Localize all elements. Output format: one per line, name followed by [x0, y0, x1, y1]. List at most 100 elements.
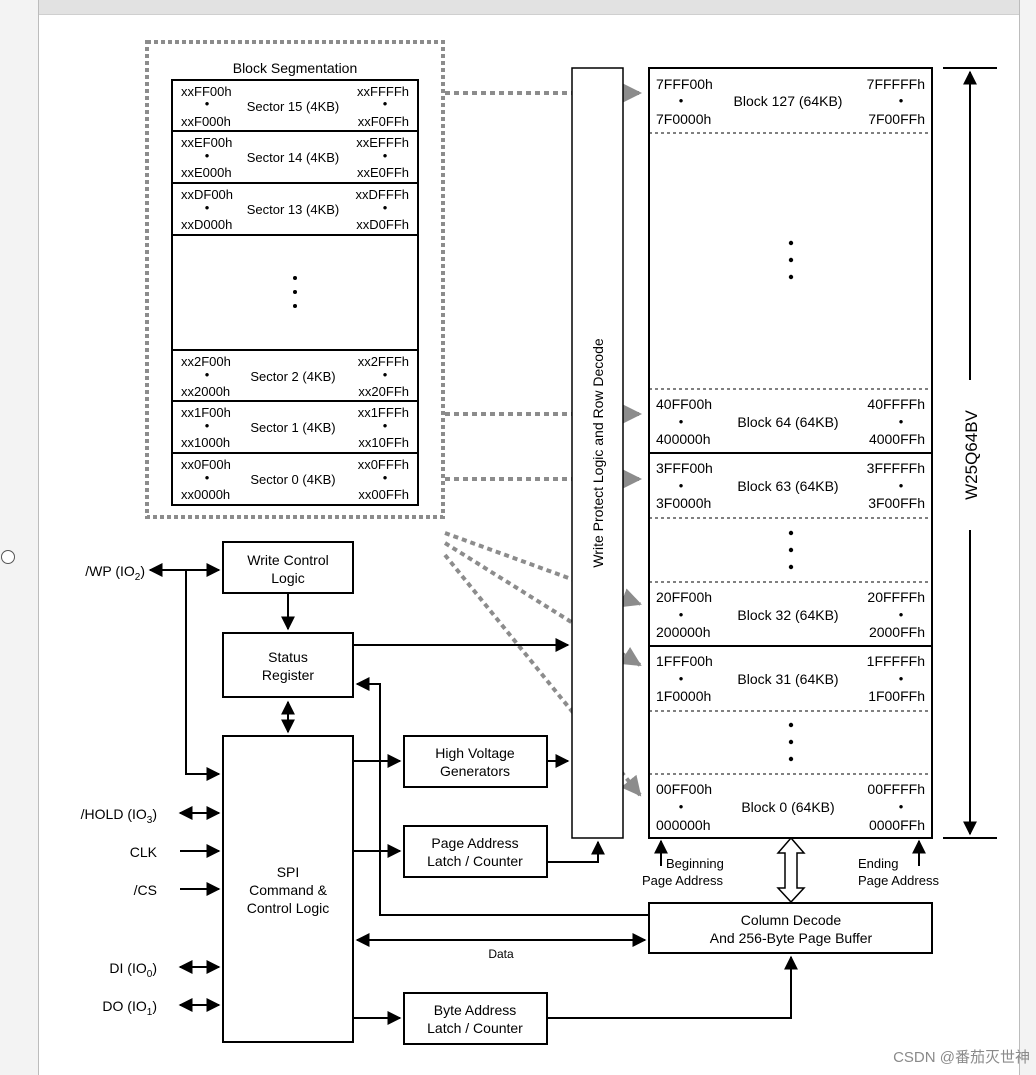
- spi-control-logic-box: [222, 735, 354, 1043]
- range-dot: •: [899, 478, 904, 493]
- range-dot: •: [205, 367, 210, 382]
- range-dot: •: [383, 367, 388, 382]
- sector-start-high: xx2F00h: [181, 354, 231, 369]
- sector-label: Sector 2 (4KB): [250, 369, 335, 384]
- block-end-low: 3F00FFh: [868, 495, 925, 511]
- sector-13-row: xxDF00h • xxD000h Sector 13 (4KB) xxDFFF…: [181, 187, 409, 232]
- sector-14-row: xxEF00h • xxE000h Sector 14 (4KB) xxEFFF…: [181, 135, 409, 180]
- sector-ellipsis: [293, 276, 297, 308]
- block-end-high: 7FFFFFh: [867, 76, 925, 92]
- block-end-low: 7F00FFh: [868, 111, 925, 127]
- block-dashed-dividers: [649, 132, 932, 775]
- block-ellipsis-middle: [788, 530, 794, 570]
- sector-label: Sector 1 (4KB): [250, 420, 335, 435]
- range-dot: •: [679, 671, 684, 686]
- viewer-right-rail: [1019, 0, 1036, 1075]
- write-protect-row-decode-box: [571, 67, 624, 839]
- block-label: Block 32 (64KB): [737, 607, 838, 623]
- cs-pin-label: /CS: [134, 882, 157, 898]
- sector-start-high: xxEF00h: [181, 135, 232, 150]
- hold-pin-label: /HOLD (IO3): [81, 806, 157, 826]
- block-start-high: 7FFF00h: [656, 76, 713, 92]
- block-end-high: 3FFFFFh: [867, 460, 925, 476]
- block-segmentation-title: Block Segmentation: [233, 60, 358, 76]
- sector-1-row: xx1F00h • xx1000h Sector 1 (4KB) xx1FFFh…: [181, 405, 409, 450]
- status-label: Status: [268, 649, 308, 665]
- sector-start-high: xxFF00h: [181, 84, 232, 99]
- range-dot: •: [899, 671, 904, 686]
- block-label: Block 31 (64KB): [737, 671, 838, 687]
- chip-name: W25Q64BV: [962, 409, 981, 499]
- sector-start-low: xx1000h: [181, 435, 230, 450]
- write-protect-label: Write Protect Logic and Row Decode: [590, 338, 606, 568]
- page-address-markers: Beginning Page Address Ending Page Addre…: [642, 839, 939, 888]
- block-32-row: 20FF00h • 200000h Block 32 (64KB) 20FFFF…: [656, 589, 925, 640]
- block-31-row: 1FFF00h • 1F0000h Block 31 (64KB) 1FFFFF…: [656, 653, 925, 704]
- wp-pin-label: /WP (IO2): [85, 563, 145, 583]
- viewer-left-rail: [0, 0, 39, 1075]
- sector-label: Sector 14 (4KB): [247, 150, 340, 165]
- page-address-latch-box: [403, 825, 548, 878]
- sector-2-row: xx2F00h • xx2000h Sector 2 (4KB) xx2FFFh…: [181, 354, 409, 399]
- sector-end-high: xxEFFFh: [356, 135, 409, 150]
- range-dot: •: [205, 418, 210, 433]
- block-label: Block 63 (64KB): [737, 478, 838, 494]
- resize-handle[interactable]: [1, 550, 15, 564]
- data-bus-label: Data: [488, 947, 514, 961]
- range-dot: •: [383, 96, 388, 111]
- sector-end-high: xx1FFFh: [358, 405, 409, 420]
- generators-label: Generators: [440, 763, 510, 779]
- block-start-high: 40FF00h: [656, 396, 712, 412]
- sector-start-high: xx1F00h: [181, 405, 231, 420]
- sector-end-high: xx2FFFh: [358, 354, 409, 369]
- sector-15-row: xxFF00h • xxF000h Sector 15 (4KB) xxFFFF…: [181, 84, 409, 129]
- sector-end-low: xx00FFh: [358, 487, 409, 502]
- sector-end-low: xxF0FFh: [358, 114, 409, 129]
- write-control-label-2: Logic: [271, 570, 304, 586]
- sector-end-high: xxDFFFh: [356, 187, 409, 202]
- block-solid-dividers: [649, 452, 932, 647]
- page-buffer-label: And 256-Byte Page Buffer: [710, 930, 873, 946]
- byte-latch-label: Latch / Counter: [427, 1020, 523, 1036]
- di-pin-label: DI (IO0): [109, 960, 157, 980]
- sector-end-high: xx0FFFh: [358, 457, 409, 472]
- sector-start-low: xx2000h: [181, 384, 230, 399]
- block-label: Block 64 (64KB): [737, 414, 838, 430]
- block-start-low: 400000h: [656, 431, 711, 447]
- sector-label: Sector 0 (4KB): [250, 472, 335, 487]
- range-dot: •: [899, 799, 904, 814]
- sector-start-high: xxDF00h: [181, 187, 233, 202]
- byte-address-latch-box: [403, 992, 548, 1045]
- beginning-label: Beginning: [666, 856, 724, 871]
- sector-label: Sector 13 (4KB): [247, 202, 340, 217]
- range-dot: •: [679, 607, 684, 622]
- sector-start-low: xx0000h: [181, 487, 230, 502]
- block-ellipsis-upper: [788, 240, 794, 280]
- sector-0-row: xx0F00h • xx0000h Sector 0 (4KB) xx0FFFh…: [181, 457, 409, 502]
- range-dot: •: [383, 470, 388, 485]
- block-start-high: 20FF00h: [656, 589, 712, 605]
- do-pin-label: DO (IO1): [102, 998, 157, 1018]
- sector-start-high: xx0F00h: [181, 457, 231, 472]
- block-label: Block 127 (64KB): [734, 93, 843, 109]
- ending-label: Ending: [858, 856, 898, 871]
- block-ellipsis-lower: [788, 722, 794, 762]
- csdn-watermark: CSDN @番茄灭世神: [893, 1049, 1030, 1066]
- signal-wires: [148, 563, 798, 1025]
- ending-page-label: Page Address: [858, 873, 939, 888]
- spi-label: SPI: [277, 864, 300, 880]
- sector-end-low: xxD0FFh: [356, 217, 409, 232]
- chip-size-marker: W25Q64BV: [943, 67, 997, 839]
- block-end-high: 1FFFFFh: [867, 653, 925, 669]
- write-control-label: Write Control: [247, 552, 328, 568]
- block-start-low: 7F0000h: [656, 111, 711, 127]
- block-end-high: 20FFFFh: [867, 589, 925, 605]
- sector-start-low: xxD000h: [181, 217, 232, 232]
- block-0-row: 00FF00h • 000000h Block 0 (64KB) 00FFFFh…: [656, 781, 925, 833]
- block-end-high: 00FFFFh: [867, 781, 925, 797]
- range-dot: •: [679, 93, 684, 108]
- block-segmentation-frame: [145, 40, 445, 519]
- sector-end-high: xxFFFFh: [357, 84, 409, 99]
- range-dot: •: [899, 607, 904, 622]
- range-dot: •: [205, 96, 210, 111]
